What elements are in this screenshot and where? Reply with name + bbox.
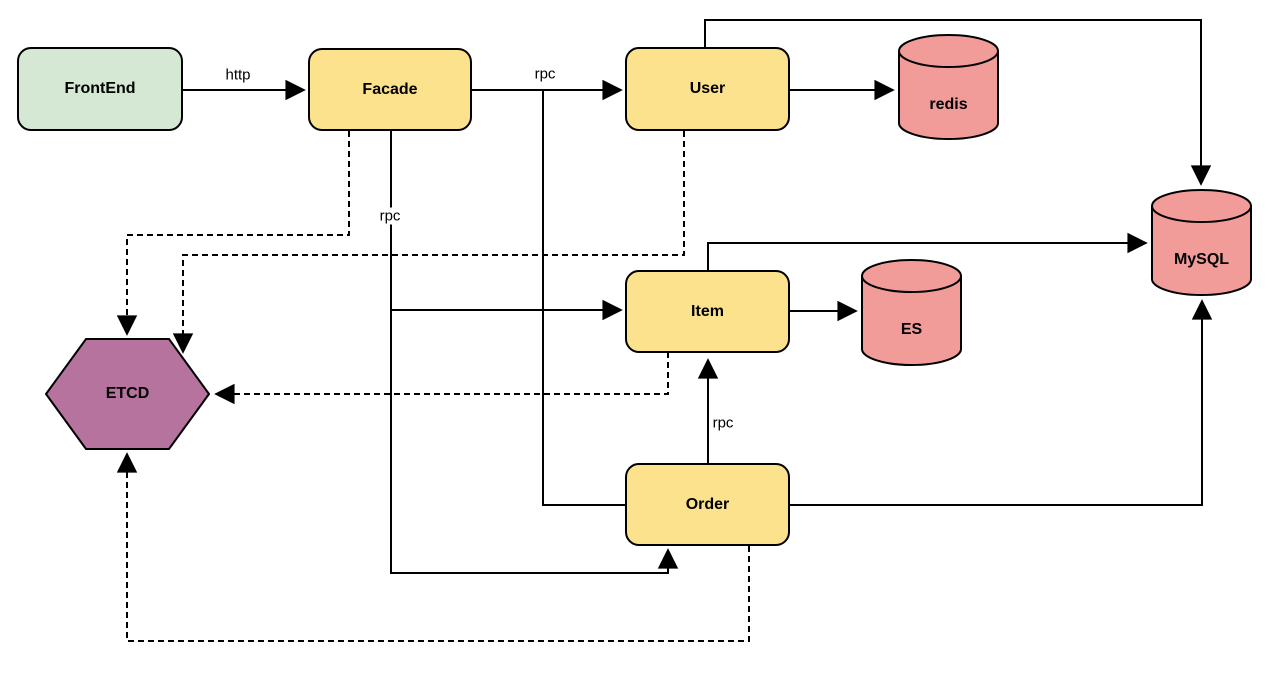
node-es: ES — [860, 258, 963, 367]
edge-label-facade-item: rpc — [376, 207, 404, 225]
node-user: User — [625, 47, 790, 131]
edge-facade-order — [390, 131, 679, 574]
edge-label-facade-user: rpc — [531, 65, 559, 83]
node-order: Order — [625, 463, 790, 546]
cylinder-icon — [861, 259, 962, 366]
edge-label-order-item: rpc — [709, 414, 737, 432]
edge-facade-item — [390, 131, 623, 321]
node-frontend-label: FrontEnd — [64, 80, 136, 97]
edge-order-etcd — [116, 452, 750, 642]
hexagon-icon — [45, 338, 210, 450]
node-facade-label: Facade — [362, 80, 418, 98]
node-redis: redis — [897, 33, 1000, 141]
node-mysql-label: MySQL — [1173, 251, 1230, 269]
cylinder-icon — [898, 34, 999, 140]
edge-item-etcd — [214, 352, 669, 405]
node-mysql: MySQL — [1150, 188, 1253, 297]
edge-user-mysql — [704, 19, 1212, 186]
node-es-label: ES — [900, 321, 923, 339]
node-etcd: ETCD — [45, 338, 210, 450]
edge-facade-etcd — [116, 131, 350, 336]
edge-order-user — [542, 91, 625, 506]
edge-label-frontend-facade: http — [222, 66, 254, 84]
node-etcd-label: ETCD — [105, 385, 150, 402]
edge-order-mysql — [790, 299, 1213, 506]
node-redis-label: redis — [929, 95, 968, 113]
node-facade: Facade — [308, 48, 472, 131]
cylinder-icon — [1151, 189, 1252, 296]
edge-item-mysql — [707, 232, 1148, 270]
edge-user-etcd — [172, 131, 685, 354]
node-order-label: Order — [685, 495, 730, 513]
node-item-label: Item — [691, 302, 724, 320]
node-item: Item — [625, 270, 790, 353]
node-frontend: FrontEnd — [17, 47, 183, 131]
node-user-label: User — [689, 80, 726, 97]
